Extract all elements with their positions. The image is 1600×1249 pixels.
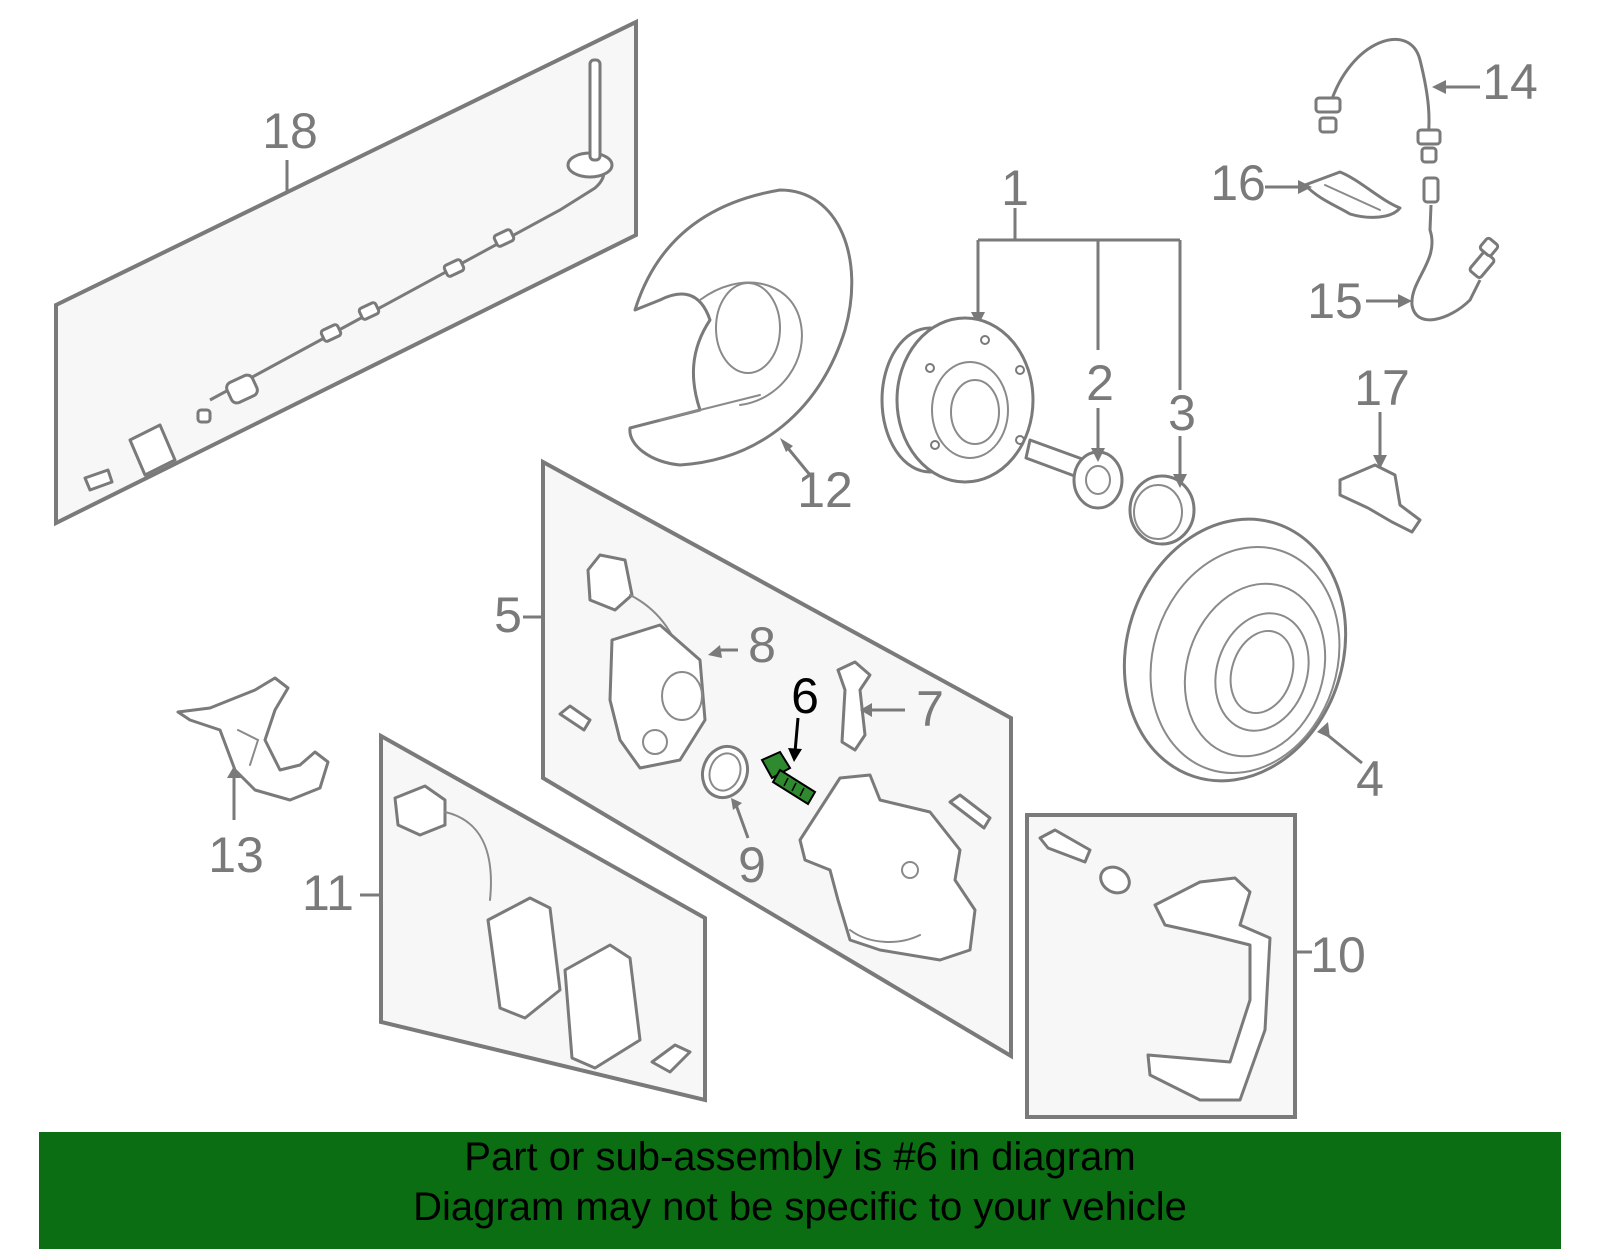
callout-9: 9 bbox=[738, 837, 766, 893]
callout-18: 18 bbox=[262, 103, 318, 159]
part-9-seal bbox=[700, 744, 750, 800]
callout-10: 10 bbox=[1310, 927, 1366, 983]
part-7-bleeder bbox=[836, 660, 872, 752]
part-2-hub-bolt bbox=[1024, 438, 1124, 510]
part-14-brake-hose bbox=[1314, 37, 1442, 164]
callout-17: 17 bbox=[1354, 360, 1410, 416]
part-17-sensor bbox=[1338, 463, 1422, 534]
part-15-brake-line bbox=[1410, 176, 1500, 322]
callout-4: 4 bbox=[1356, 751, 1384, 807]
banner-line-1: Part or sub-assembly is #6 in diagram bbox=[464, 1135, 1136, 1179]
part-8-caliper-motor bbox=[586, 553, 707, 770]
callout-1: 1 bbox=[1001, 160, 1029, 216]
info-banner: Part or sub-assembly is #6 in diagram Di… bbox=[39, 1132, 1561, 1249]
callout-1-bracket bbox=[971, 208, 1182, 390]
part-18-wiring-harness bbox=[54, 18, 638, 527]
part-3-dust-cap bbox=[1128, 474, 1196, 546]
callout-5: 5 bbox=[494, 587, 522, 643]
callout-14: 14 bbox=[1482, 54, 1538, 110]
banner-line-2: Diagram may not be specific to your vehi… bbox=[413, 1185, 1187, 1229]
callout-3: 3 bbox=[1168, 385, 1196, 441]
part-11-brake-pads-panel bbox=[360, 732, 707, 1103]
part-6-bolt-highlighted bbox=[760, 750, 817, 806]
callout-8: 8 bbox=[748, 617, 776, 673]
callout-16: 16 bbox=[1210, 155, 1266, 211]
callout-2: 2 bbox=[1086, 355, 1114, 411]
part-10-carrier-bracket-panel bbox=[1025, 813, 1312, 1119]
callout-6: 6 bbox=[791, 668, 819, 724]
part-13-mounting-bracket bbox=[176, 676, 330, 802]
part-5-caliper-assembly-panel bbox=[523, 458, 1013, 1060]
part-1-wheel-hub bbox=[880, 316, 1035, 484]
part-4-brake-rotor bbox=[1122, 517, 1348, 783]
callout-7: 7 bbox=[916, 681, 944, 737]
part-12-backing-plate bbox=[628, 188, 854, 467]
callout-13: 13 bbox=[208, 827, 264, 883]
callout-11: 11 bbox=[302, 865, 354, 921]
caliper-body bbox=[798, 773, 992, 962]
callout-15: 15 bbox=[1307, 273, 1363, 329]
callout-12: 12 bbox=[797, 462, 853, 518]
part-16-clip bbox=[1303, 170, 1402, 219]
